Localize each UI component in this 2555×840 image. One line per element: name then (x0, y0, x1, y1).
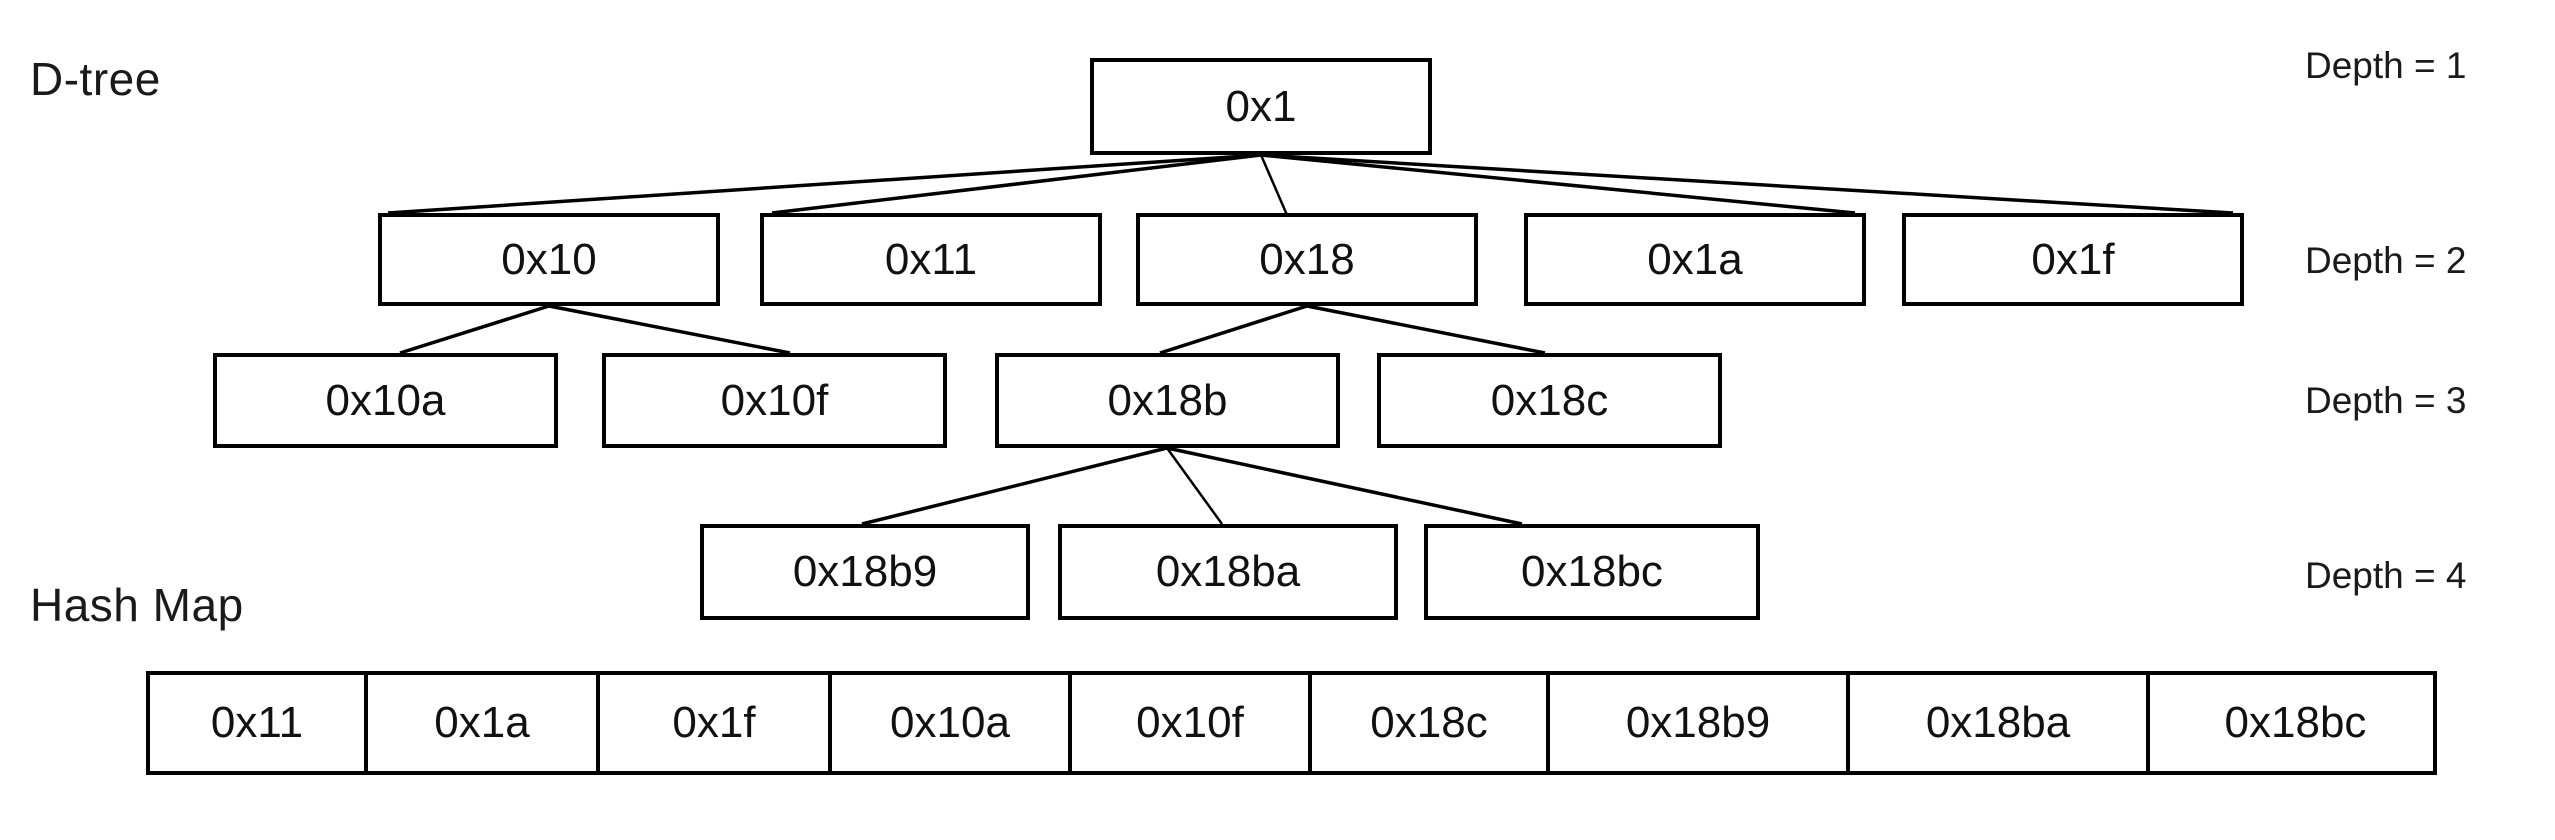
hash-map-cell-label: 0x11 (210, 698, 304, 747)
tree-node-label: 0x18b9 (792, 547, 938, 596)
hash-map-cell-label: 0x18ba (1925, 698, 2071, 747)
tree-node-label: 0x1 (1225, 81, 1297, 131)
tree-node-x1f[interactable]: 0x1f (1902, 213, 2244, 306)
tree-node-x18b9[interactable]: 0x18b9 (700, 524, 1030, 620)
tree-node-x11[interactable]: 0x11 (760, 213, 1102, 306)
tree-edge-x18-to-x18b (1159, 304, 1308, 355)
hash-map-cell-label: 0x18b9 (1625, 698, 1771, 747)
tree-node-x1[interactable]: 0x1 (1090, 58, 1432, 155)
hash-map-cell[interactable]: 0x18b9 (1550, 675, 1850, 771)
tree-edge-x1-to-x11 (771, 153, 1262, 215)
tree-edge-x18b-to-x18bc (1166, 446, 1523, 526)
depth-label-4: Depth = 4 (2305, 555, 2467, 596)
tree-node-x10a[interactable]: 0x10a (213, 353, 558, 448)
depth-label-3: Depth = 3 (2305, 380, 2467, 421)
hash-map-cell[interactable]: 0x11 (150, 675, 368, 771)
tree-node-label: 0x18c (1490, 375, 1609, 425)
hash-map-cell-label: 0x10a (890, 698, 1010, 747)
tree-edge-x10-to-x10f (548, 304, 791, 355)
tree-node-label: 0x18b (1107, 375, 1228, 425)
hash-map-cell[interactable]: 0x1a (368, 675, 600, 771)
tree-node-x18b[interactable]: 0x18b (995, 353, 1340, 448)
tree-edge-x18b-to-x18ba (1165, 447, 1224, 525)
hash-map-cell[interactable]: 0x18c (1312, 675, 1550, 771)
tree-node-label: 0x10f (720, 375, 829, 425)
hash-map-cell[interactable]: 0x10a (832, 675, 1072, 771)
tree-node-x18ba[interactable]: 0x18ba (1058, 524, 1398, 620)
tree-node-x18c[interactable]: 0x18c (1377, 353, 1722, 448)
depth-label-1: Depth = 1 (2305, 45, 2467, 86)
hash-map-cell-label: 0x18bc (2224, 698, 2367, 747)
hash-map-cell[interactable]: 0x18bc (2150, 675, 2441, 771)
tree-node-label: 0x18ba (1155, 547, 1301, 596)
hash-map-cell[interactable]: 0x18ba (1850, 675, 2150, 771)
d-tree-section-label: D-tree (30, 53, 161, 105)
tree-node-x18bc[interactable]: 0x18bc (1424, 524, 1760, 620)
depth-label-2: Depth = 2 (2305, 240, 2467, 281)
hash-map-cell-label: 0x1a (434, 698, 530, 747)
hash-map-cell-label: 0x18c (1370, 698, 1488, 747)
tree-node-label: 0x18bc (1521, 547, 1663, 596)
hash-map-cell-label: 0x10f (1136, 698, 1244, 747)
hash-map-cell[interactable]: 0x1f (600, 675, 832, 771)
tree-edge-x10-to-x10a (399, 304, 550, 355)
tree-node-label: 0x11 (884, 234, 978, 284)
tree-node-label: 0x1f (2031, 234, 2115, 284)
tree-edge-x1-to-x10 (387, 153, 1262, 215)
tree-node-x18[interactable]: 0x18 (1136, 213, 1478, 306)
tree-edge-x18-to-x18c (1306, 304, 1546, 355)
tree-node-x10[interactable]: 0x10 (378, 213, 720, 306)
hash-map-cell[interactable]: 0x10f (1072, 675, 1312, 771)
hash-map-section-label: Hash Map (30, 579, 244, 631)
hash-map-row: 0x11 0x1a 0x1f 0x10a 0x10f 0x18c 0x18b9 0x18ba 0… (146, 671, 2437, 775)
tree-node-label: 0x10 (501, 234, 597, 284)
tree-edge-x1-to-x1a (1260, 153, 1856, 215)
hash-map-cell-label: 0x1f (672, 698, 756, 747)
tree-node-label: 0x18 (1259, 234, 1355, 284)
tree-node-x1a[interactable]: 0x1a (1524, 213, 1866, 306)
tree-edge-x18b-to-x18b9 (861, 446, 1168, 526)
tree-edge-x1-to-x1f (1260, 153, 2234, 215)
tree-node-x10f[interactable]: 0x10f (602, 353, 947, 448)
tree-node-label: 0x1a (1647, 234, 1743, 284)
tree-node-label: 0x10a (325, 375, 446, 425)
